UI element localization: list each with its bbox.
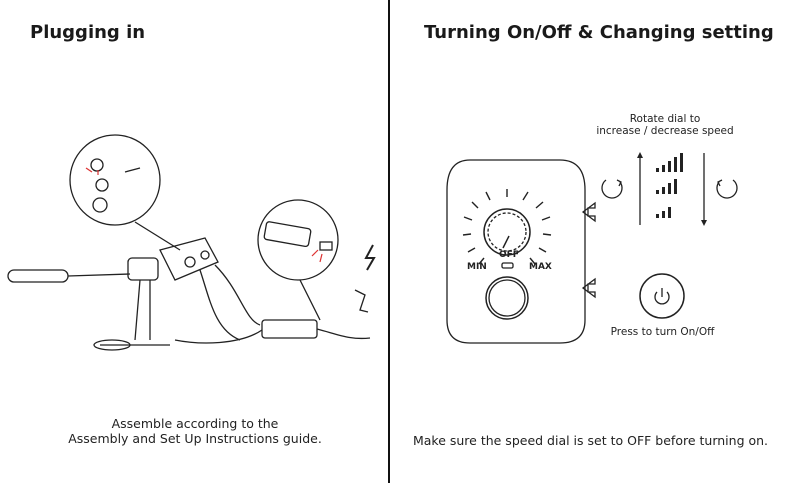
- left-caption-line-1: Assemble according to the: [111, 416, 279, 431]
- turning-on-off-title: Turning On/Off & Changing setting: [424, 22, 774, 43]
- rotate-counterclockwise-icon: [716, 179, 738, 199]
- arrow-to-dial-icon: [581, 201, 596, 223]
- power-button-illustration: [485, 276, 529, 320]
- rotate-line-1: Rotate dial to: [629, 113, 701, 125]
- press-instruction: Press to turn On/Off: [610, 326, 715, 338]
- control-panel-illustration: [446, 152, 738, 344]
- power-icon: [639, 273, 685, 319]
- rotate-instruction: Rotate dial to increase / decrease speed: [580, 113, 750, 137]
- indicator-led: [501, 262, 514, 269]
- right-caption: Make sure the speed dial is set to OFF b…: [412, 433, 769, 448]
- plugging-in-title: Plugging in: [30, 22, 146, 43]
- speed-levels-icon: [637, 152, 707, 226]
- dial-max-label: MAX: [529, 262, 552, 272]
- rotate-line-2: increase / decrease speed: [596, 125, 734, 137]
- left-caption: Assemble according to the Assembly and S…: [30, 416, 360, 446]
- device-assembly-illustration: [7, 134, 376, 351]
- dial-off-label: OFF: [499, 250, 519, 260]
- panel-divider: [388, 0, 390, 483]
- speed-dial: [462, 189, 552, 265]
- left-caption-line-2: Assembly and Set Up Instructions guide.: [68, 431, 322, 446]
- dial-min-label: MIN: [467, 262, 487, 272]
- rotate-clockwise-icon: [601, 179, 623, 199]
- arrow-to-button-icon: [581, 277, 596, 299]
